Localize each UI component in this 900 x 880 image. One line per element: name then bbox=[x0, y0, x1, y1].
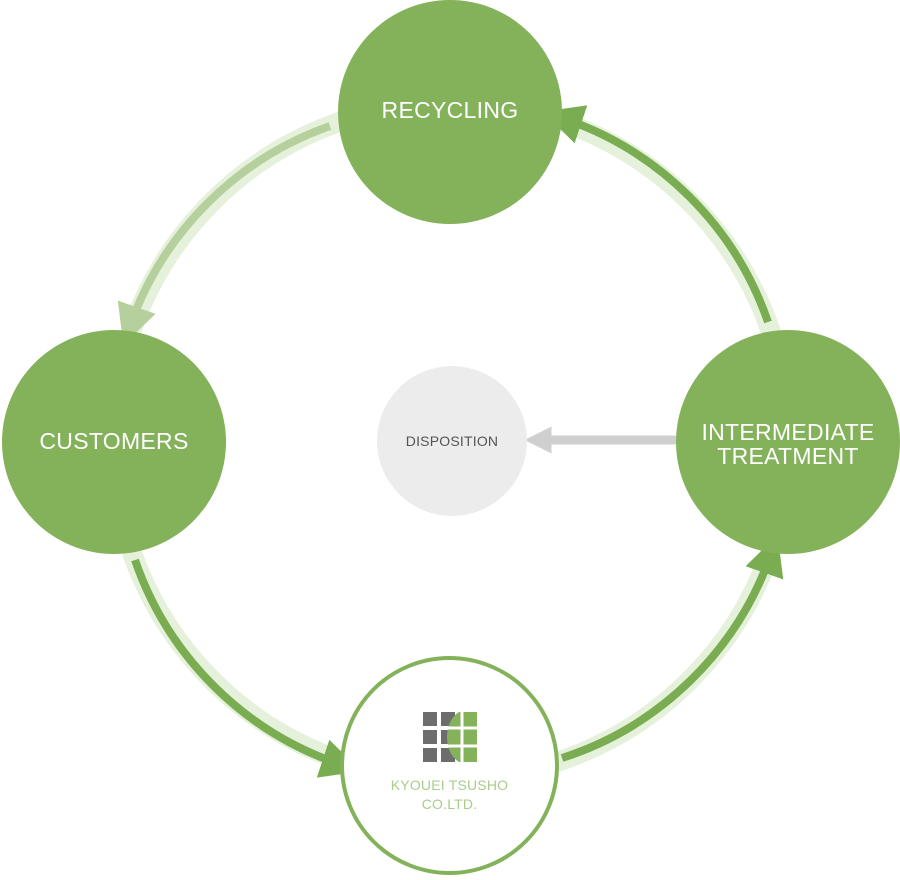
arrow-intermediate-to-recycling bbox=[543, 105, 772, 324]
node-intermediate-treatment: INTERMEDIATE TREATMENT bbox=[676, 330, 900, 554]
node-disposition: DISPOSITION bbox=[377, 366, 527, 516]
node-recycling-label: RECYCLING bbox=[381, 97, 519, 123]
node-customers-label: CUSTOMERS bbox=[39, 428, 189, 454]
arrow-customers-to-company bbox=[131, 558, 361, 778]
arrow-recycling-to-customers bbox=[117, 122, 332, 345]
company-name-line2: CO.LTD. bbox=[421, 795, 478, 812]
node-company: KYOUEI TSUSHO CO.LTD. bbox=[340, 656, 559, 875]
node-recycling: RECYCLING bbox=[338, 0, 562, 224]
company-logo-icon bbox=[422, 711, 477, 762]
node-customers: CUSTOMERS bbox=[2, 330, 226, 554]
node-intermediate-treatment-label: INTERMEDIATE TREATMENT bbox=[701, 419, 875, 469]
company-name-line1: KYOUEI TSUSHO bbox=[390, 776, 509, 793]
node-disposition-label: DISPOSITION bbox=[405, 433, 499, 449]
arrow-company-to-intermediate bbox=[560, 535, 784, 762]
